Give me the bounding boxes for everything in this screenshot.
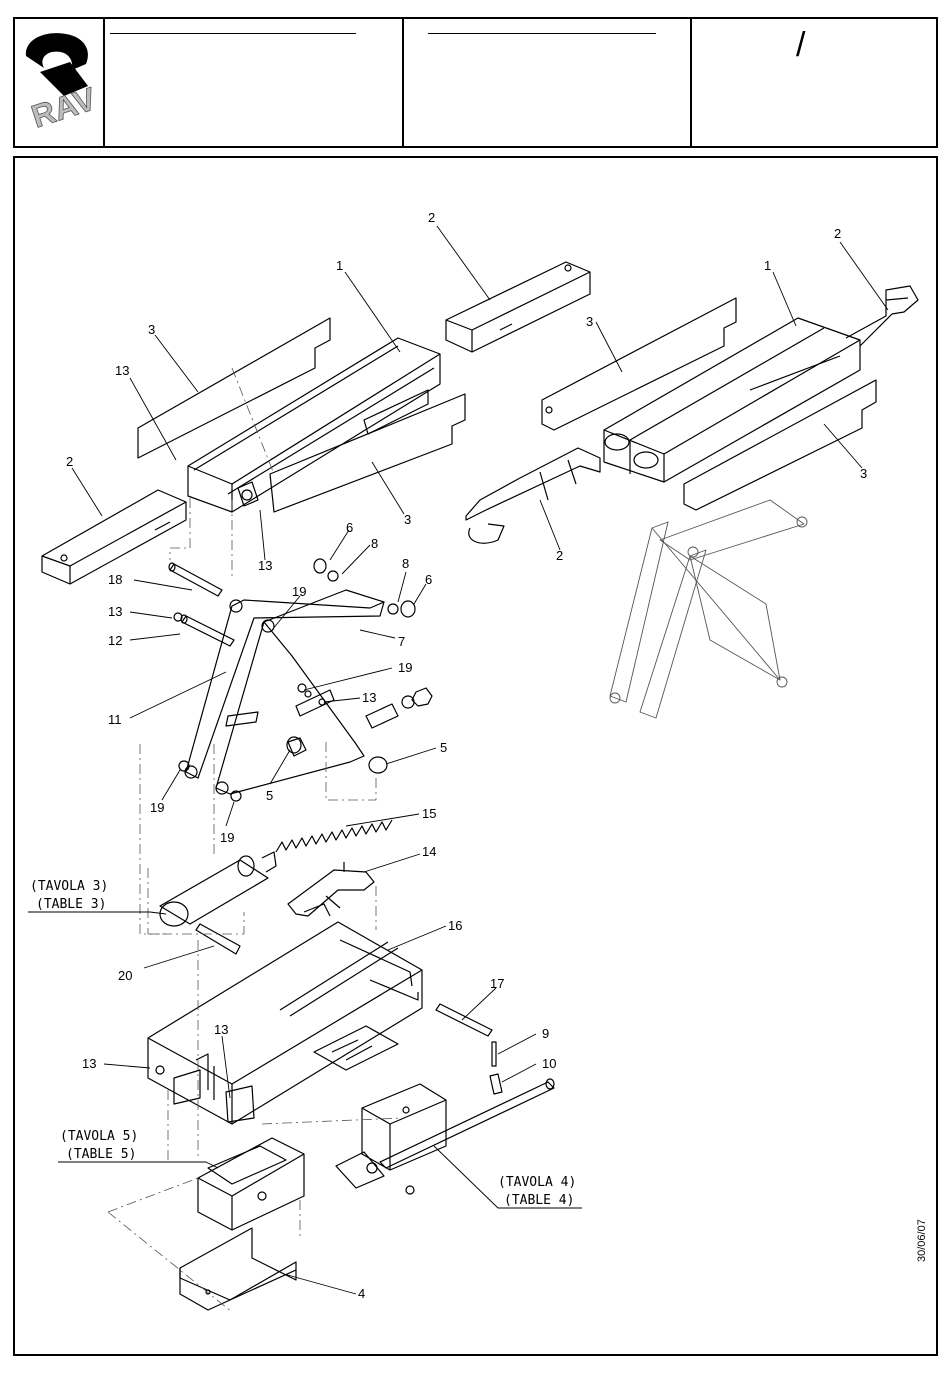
pin-12 xyxy=(181,615,234,646)
screw xyxy=(406,1186,414,1194)
bushing-6-b xyxy=(401,601,415,617)
callout-8a: 8 xyxy=(371,536,378,551)
construction-lines xyxy=(108,368,402,1312)
callout-12: 12 xyxy=(108,633,122,648)
roller-5-a xyxy=(287,737,306,756)
scissor-assembly-right xyxy=(610,500,807,718)
foot-pedal-unit xyxy=(198,1138,304,1230)
pump-handle xyxy=(380,1079,554,1168)
base-frame-16 xyxy=(148,922,422,1124)
washer-8-b xyxy=(388,604,398,614)
rav-logo: RAV xyxy=(26,33,101,135)
callout-1a: 1 xyxy=(336,258,343,273)
scissor-arm-11 xyxy=(185,600,384,778)
roller-5-b xyxy=(369,757,387,773)
ref-table-5: (TABLE 5) xyxy=(66,1147,136,1162)
extension-rod-right xyxy=(846,286,918,346)
callout-3a: 3 xyxy=(148,322,155,337)
bushing-6-a xyxy=(314,559,326,573)
callout-16: 16 xyxy=(448,918,462,933)
callout-20: 20 xyxy=(118,968,132,983)
callout-6b: 6 xyxy=(425,572,432,587)
callout-15: 15 xyxy=(422,806,436,821)
callout-2b: 2 xyxy=(834,226,841,241)
callout-19a: 19 xyxy=(292,584,306,599)
washer-13-b xyxy=(305,691,311,697)
ref-tavola-4: (TAVOLA 4) xyxy=(498,1175,576,1190)
extension-hook-right xyxy=(466,448,600,543)
ref-tavola-5: (TAVOLA 5) xyxy=(60,1129,138,1144)
callout-2a: 2 xyxy=(428,210,435,225)
side-plate-lower-left xyxy=(270,394,465,512)
callout-1b: 1 xyxy=(764,258,771,273)
callout-13e: 13 xyxy=(214,1022,228,1037)
pin-18 xyxy=(169,563,222,596)
callout-13a: 13 xyxy=(115,363,129,378)
callout-14: 14 xyxy=(422,844,436,859)
knob-10 xyxy=(490,1074,502,1094)
ref-tavola-3: (TAVOLA 3) xyxy=(30,879,108,894)
bracket-4 xyxy=(180,1228,296,1310)
center-pin-19 xyxy=(298,684,306,692)
side-plate-lower-right xyxy=(684,380,876,510)
callout-8b: 8 xyxy=(402,556,409,571)
extension-arm-lower-left xyxy=(42,490,186,584)
callout-10: 10 xyxy=(542,1056,556,1071)
callout-7: 7 xyxy=(398,634,405,649)
callout-18: 18 xyxy=(108,572,122,587)
ref-table-3: (TABLE 3) xyxy=(36,897,106,912)
main-beam-left xyxy=(188,338,440,512)
washer-8-a xyxy=(328,571,338,581)
callout-3d: 3 xyxy=(860,466,867,481)
callout-3b: 3 xyxy=(586,314,593,329)
callout-labels: 1 1 2 2 2 2 3 3 3 3 4 5 5 6 6 7 8 8 9 10… xyxy=(66,210,867,1301)
side-plate-upper-left xyxy=(138,318,330,458)
extension-arm-upper-left xyxy=(446,262,590,352)
callout-13d: 13 xyxy=(362,690,376,705)
callout-19c: 19 xyxy=(150,800,164,815)
pin-9 xyxy=(492,1042,496,1066)
callout-5a: 5 xyxy=(440,740,447,755)
callout-13b: 13 xyxy=(258,558,272,573)
sheet-separator: / xyxy=(796,26,806,64)
table-references: (TAVOLA 3) (TABLE 3) (TAVOLA 5) (TABLE 5… xyxy=(30,879,576,1208)
callout-13c: 13 xyxy=(108,604,122,619)
callout-9: 9 xyxy=(542,1026,549,1041)
logo-text: RAV xyxy=(27,80,101,135)
hydraulic-cylinder xyxy=(160,852,276,926)
callout-19d: 19 xyxy=(220,830,234,845)
callout-3c: 3 xyxy=(404,512,411,527)
spring-15 xyxy=(276,820,392,852)
ref-table-4: (TABLE 4) xyxy=(504,1193,574,1208)
callout-4: 4 xyxy=(358,1286,365,1301)
callout-11: 11 xyxy=(108,712,122,727)
callout-2d: 2 xyxy=(556,548,563,563)
callout-17: 17 xyxy=(490,976,504,991)
release-lever-14 xyxy=(288,862,374,916)
callout-2c: 2 xyxy=(66,454,73,469)
callout-5b: 5 xyxy=(266,788,273,803)
callout-19b: 19 xyxy=(398,660,412,675)
callout-6a: 6 xyxy=(346,520,353,535)
pump-unit xyxy=(336,1084,446,1188)
pin-17 xyxy=(436,1004,492,1036)
callout-13f: 13 xyxy=(82,1056,96,1071)
